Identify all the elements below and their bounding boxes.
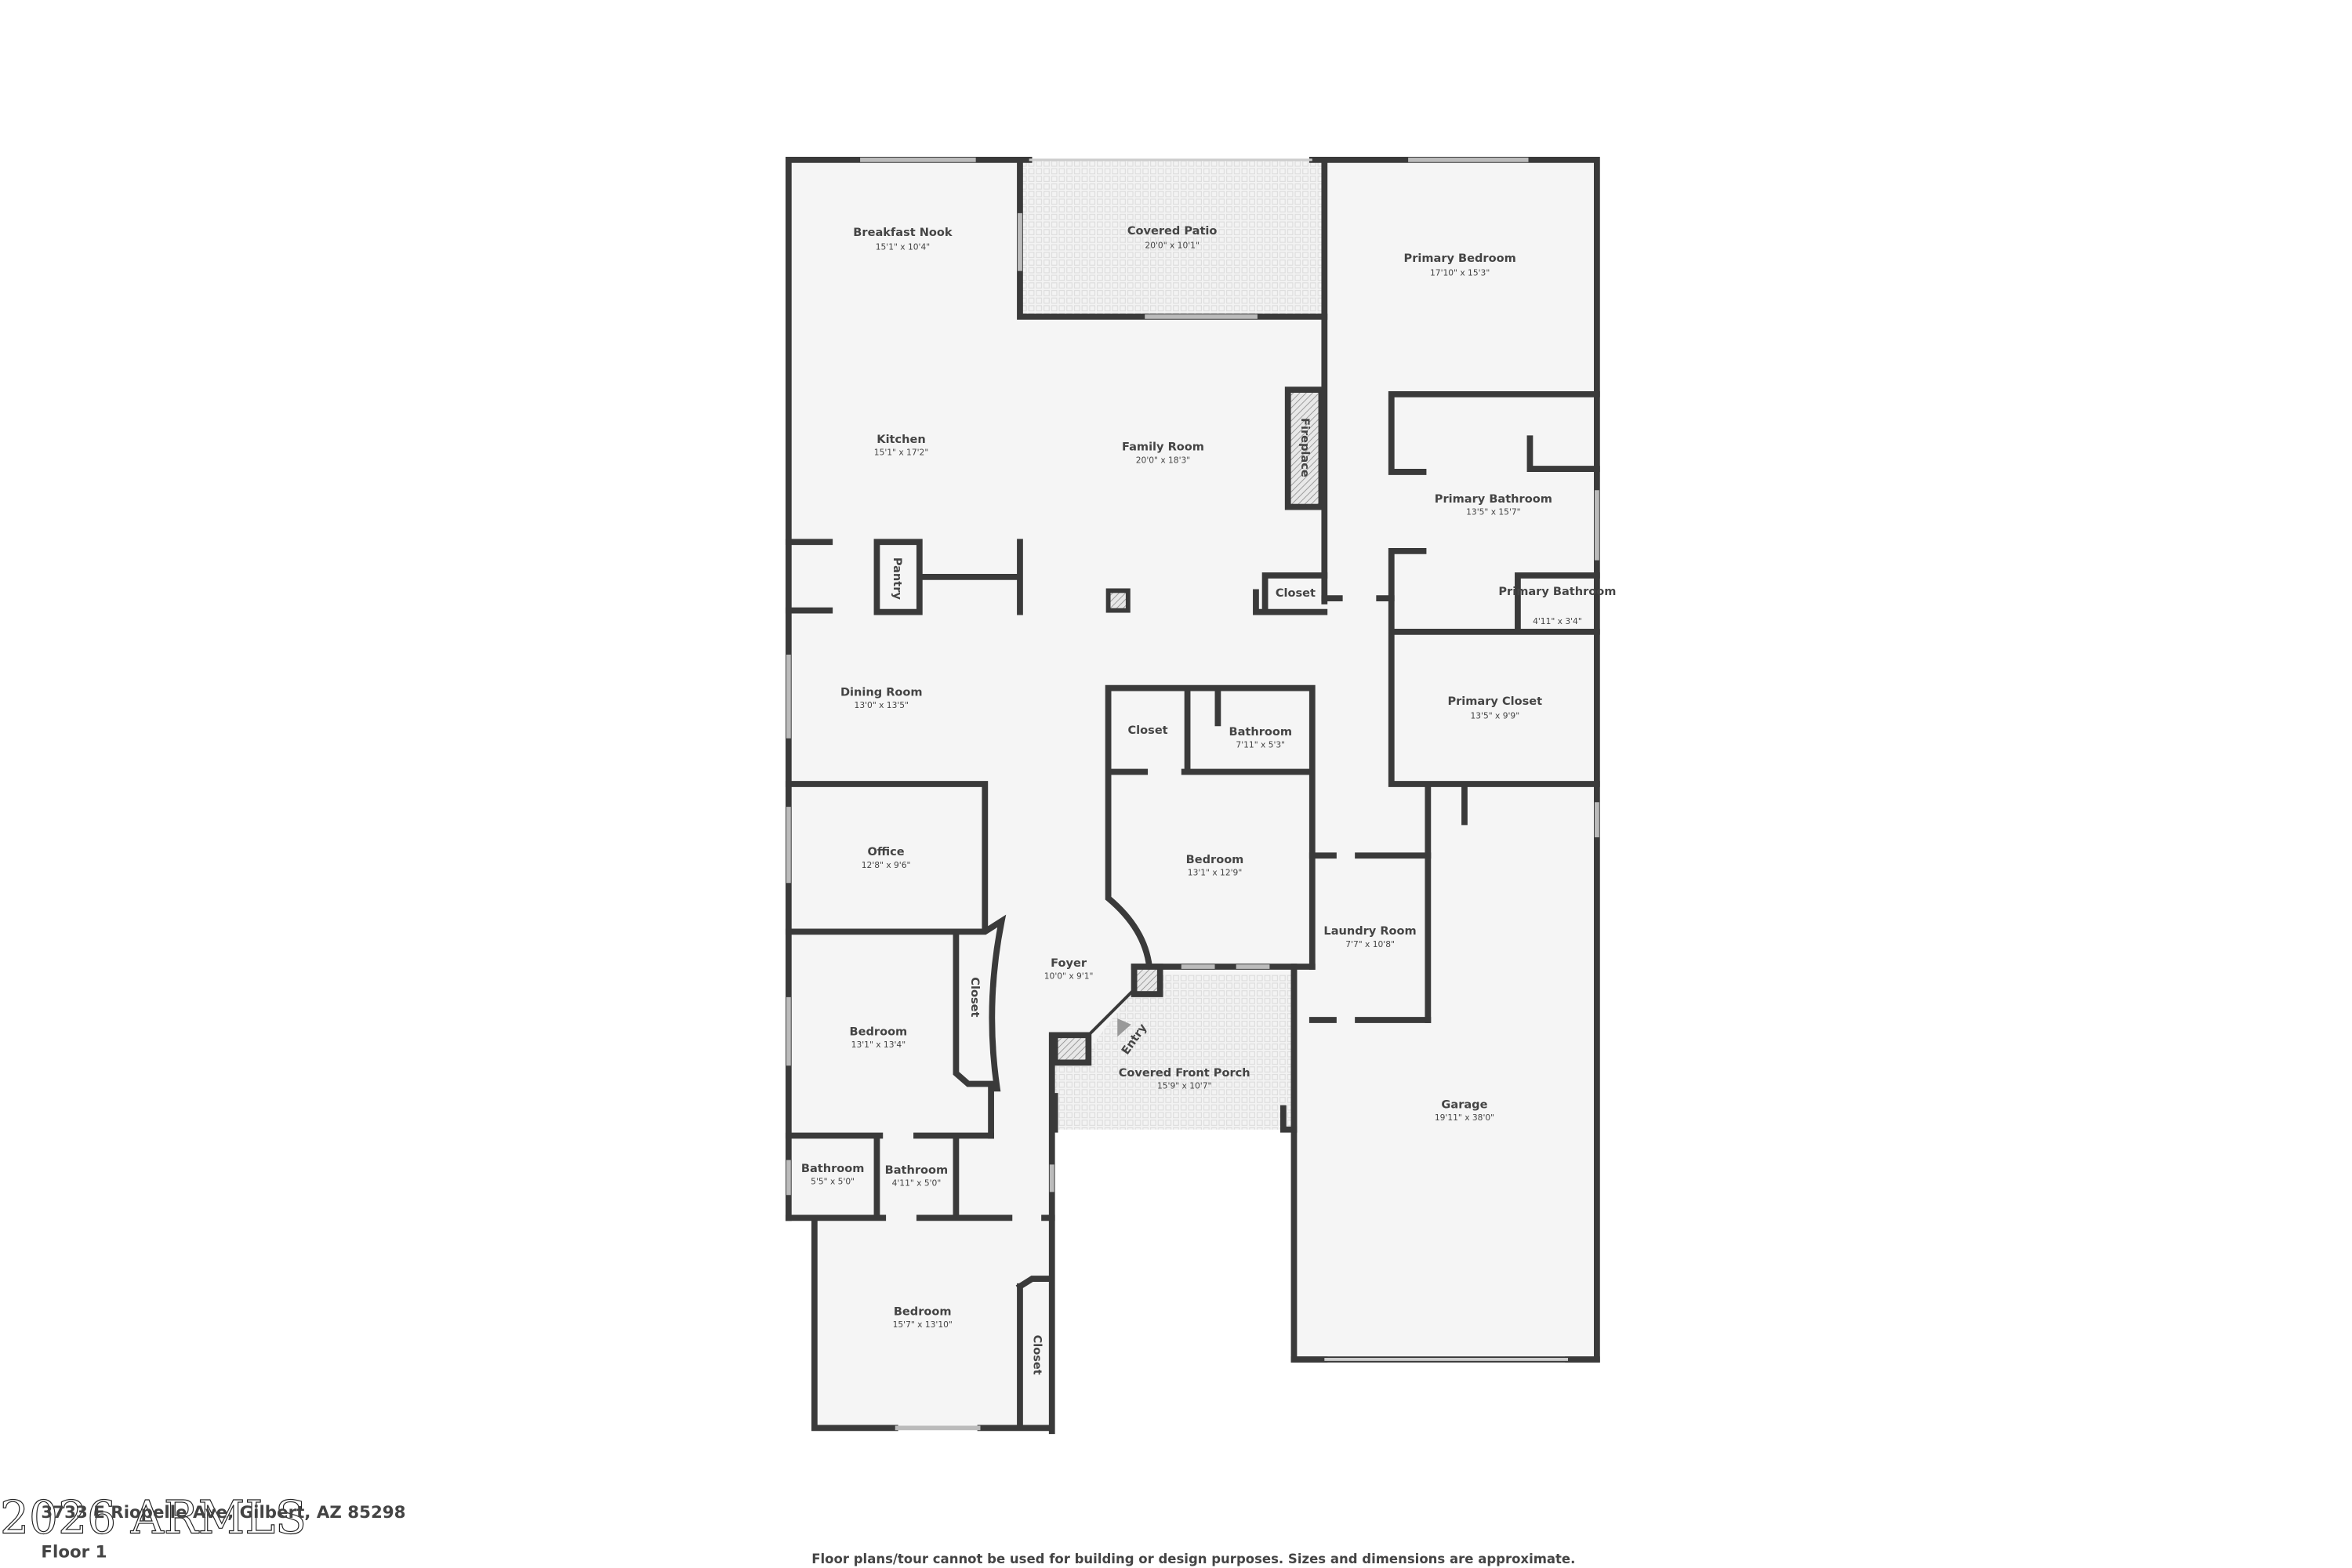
svg-text:Bathroom: Bathroom bbox=[885, 1163, 949, 1177]
svg-text:Laundry Room: Laundry Room bbox=[1323, 924, 1416, 938]
room-covered-patio: Covered Patio 20'0" x 10'1" bbox=[1127, 224, 1218, 250]
svg-text:Primary Bathroom: Primary Bathroom bbox=[1498, 585, 1616, 598]
svg-text:15'1" x 17'2": 15'1" x 17'2" bbox=[874, 448, 928, 458]
disclaimer: Floor plans/tour cannot be used for buil… bbox=[811, 1552, 1575, 1566]
svg-text:5'5" x 5'0": 5'5" x 5'0" bbox=[811, 1177, 855, 1187]
room-primary-bathroom-small: Primary Bathroom 4'11" x 3'4" bbox=[1498, 585, 1616, 626]
walls bbox=[785, 157, 1600, 1435]
svg-text:19'11" x 38'0": 19'11" x 38'0" bbox=[1435, 1112, 1494, 1123]
room-bathroom-2: Bathroom 5'5" x 5'0" bbox=[801, 1162, 865, 1187]
svg-text:10'0" x 9'1": 10'0" x 9'1" bbox=[1044, 971, 1094, 982]
column bbox=[1105, 588, 1131, 613]
svg-text:Breakfast Nook: Breakfast Nook bbox=[853, 226, 953, 239]
fireplace-label: Fireplace bbox=[1298, 418, 1312, 477]
svg-text:13'1" x 13'4": 13'1" x 13'4" bbox=[851, 1040, 906, 1050]
floor-areas bbox=[788, 159, 1597, 1428]
svg-text:12'8" x 9'6": 12'8" x 9'6" bbox=[862, 860, 911, 870]
svg-text:20'0" x 10'1": 20'0" x 10'1" bbox=[1145, 241, 1199, 251]
closet-label-bedroom3: Closet bbox=[968, 977, 982, 1017]
svg-text:Kitchen: Kitchen bbox=[877, 433, 925, 446]
svg-text:15'1" x 10'4": 15'1" x 10'4" bbox=[876, 241, 930, 252]
svg-text:Family Room: Family Room bbox=[1122, 441, 1204, 454]
address: 3733 E Riopelle Ave, Gilbert, AZ 85298 bbox=[41, 1503, 405, 1523]
svg-text:4'11" x 3'4": 4'11" x 3'4" bbox=[1533, 616, 1582, 626]
room-bedroom-3: Bedroom 13'1" x 13'4" bbox=[850, 1025, 908, 1050]
svg-text:Primary Bedroom: Primary Bedroom bbox=[1404, 252, 1516, 265]
svg-text:Primary Bathroom: Primary Bathroom bbox=[1435, 492, 1552, 506]
svg-text:Office: Office bbox=[868, 845, 905, 858]
closet-label-family: Closet bbox=[1276, 586, 1316, 600]
closet-label-bedroom4: Closet bbox=[1030, 1335, 1044, 1375]
svg-text:Bathroom: Bathroom bbox=[1229, 725, 1292, 739]
watermark: 2026 ARMLS bbox=[0, 1490, 307, 1544]
svg-text:Bedroom: Bedroom bbox=[894, 1305, 952, 1319]
svg-text:Covered Patio: Covered Patio bbox=[1127, 224, 1218, 238]
svg-text:Dining Room: Dining Room bbox=[840, 685, 923, 699]
room-primary-bedroom: Primary Bedroom 17'10" x 15'3" bbox=[1404, 252, 1516, 278]
svg-text:Bedroom: Bedroom bbox=[1186, 853, 1244, 866]
room-primary-closet: Primary Closet 13'5" x 9'9" bbox=[1447, 695, 1542, 720]
svg-text:17'10" x 15'3": 17'10" x 15'3" bbox=[1430, 267, 1490, 278]
svg-text:Covered Front Porch: Covered Front Porch bbox=[1119, 1066, 1250, 1080]
svg-text:Bathroom: Bathroom bbox=[801, 1162, 865, 1175]
room-office: Office 12'8" x 9'6" bbox=[862, 845, 911, 870]
closet-label-hall: Closet bbox=[1128, 724, 1168, 737]
svg-text:7'7" x 10'8": 7'7" x 10'8" bbox=[1345, 939, 1395, 949]
covered-front-porch-area bbox=[1054, 974, 1294, 1130]
svg-text:13'5" x 15'7": 13'5" x 15'7" bbox=[1466, 506, 1520, 517]
svg-text:4'11" x 5'0": 4'11" x 5'0" bbox=[892, 1178, 942, 1189]
fireplace bbox=[1284, 387, 1325, 510]
room-labels: Breakfast Nook 15'1" x 10'4" Covered Pati… bbox=[801, 224, 1617, 1375]
svg-text:7'11" x 5'3": 7'11" x 5'3" bbox=[1236, 739, 1285, 750]
covered-patio-area bbox=[1019, 159, 1325, 317]
svg-text:Bedroom: Bedroom bbox=[850, 1025, 908, 1038]
svg-text:15'9" x 10'7": 15'9" x 10'7" bbox=[1157, 1080, 1211, 1091]
svg-text:Garage: Garage bbox=[1441, 1098, 1487, 1112]
svg-text:13'1" x 12'9": 13'1" x 12'9" bbox=[1188, 868, 1242, 878]
pantry-label: Pantry bbox=[891, 557, 904, 601]
svg-text:Primary Closet: Primary Closet bbox=[1447, 695, 1542, 708]
floor-label: Floor 1 bbox=[41, 1542, 107, 1562]
room-kitchen: Kitchen 15'1" x 17'2" bbox=[874, 433, 928, 458]
room-bedroom-2: Bedroom 13'1" x 12'9" bbox=[1186, 853, 1244, 878]
room-breakfast-nook: Breakfast Nook 15'1" x 10'4" bbox=[853, 226, 953, 252]
svg-text:15'7" x 13'10": 15'7" x 13'10" bbox=[893, 1319, 953, 1330]
svg-text:13'5" x 9'9": 13'5" x 9'9" bbox=[1470, 711, 1519, 721]
svg-text:20'0" x 18'3": 20'0" x 18'3" bbox=[1136, 455, 1190, 465]
svg-text:Foyer: Foyer bbox=[1051, 956, 1087, 970]
svg-text:13'0" x 13'5": 13'0" x 13'5" bbox=[855, 700, 909, 710]
